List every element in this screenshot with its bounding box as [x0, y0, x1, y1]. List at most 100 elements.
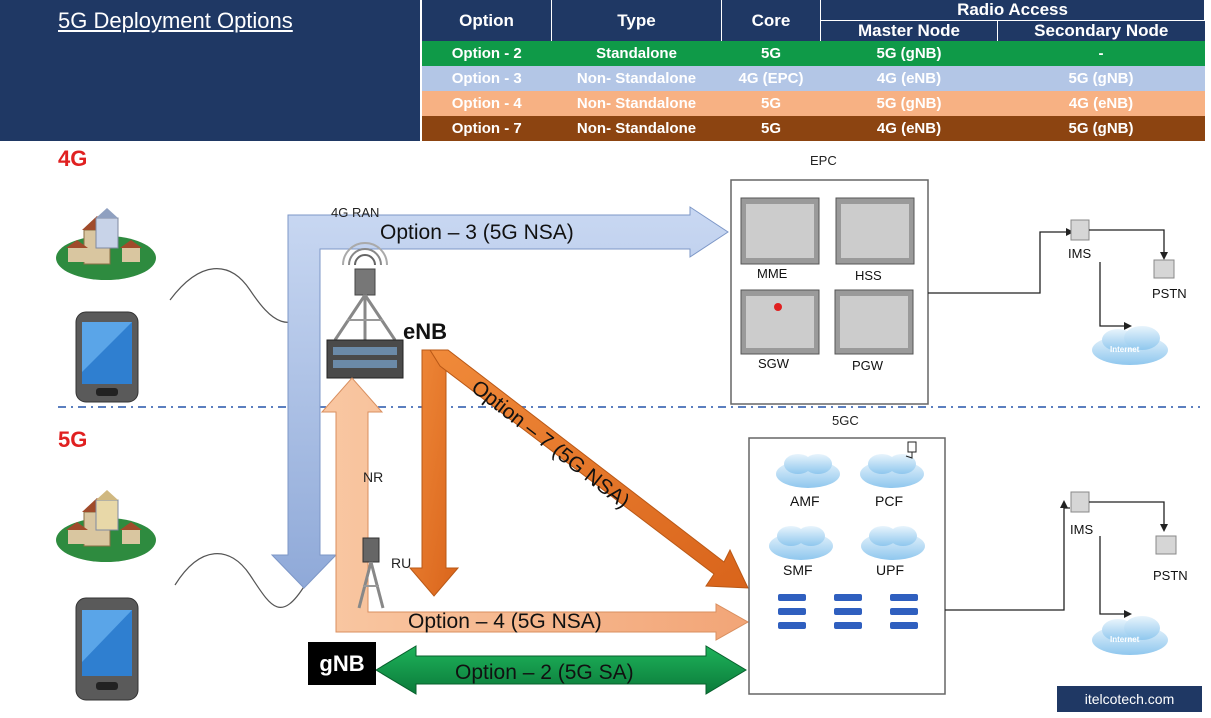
stack-icon — [890, 594, 918, 629]
option-2-arrow — [375, 645, 747, 695]
option-3-label: Option – 3 (5G NSA) — [380, 221, 574, 244]
cell-master: 4G (eNB) — [820, 66, 998, 91]
option-3-arrow — [270, 206, 729, 589]
smf-cloud-icon — [769, 526, 833, 560]
hss-server-icon — [835, 197, 915, 265]
pgw-label: PGW — [852, 358, 884, 373]
cell-core: 5G — [721, 91, 821, 116]
wireless-link — [174, 553, 306, 608]
cell-secondary: 5G (gNB) — [997, 66, 1205, 91]
ims-pstn-link — [1089, 501, 1165, 524]
cell-master: 5G (gNB) — [820, 41, 998, 66]
stack-icon — [834, 594, 862, 629]
cell-secondary: 4G (eNB) — [997, 91, 1205, 116]
ims-pstn-link — [1089, 229, 1165, 252]
col-option: Option — [422, 0, 552, 41]
cell-type: Standalone — [551, 41, 722, 66]
option-7-arrow — [408, 349, 749, 597]
cell-type: Non- Standalone — [551, 66, 722, 91]
label-4g: 4G — [58, 146, 87, 171]
arrowhead — [1124, 610, 1132, 618]
cell-core: 4G (EPC) — [721, 66, 821, 91]
table-row: Option - 4 Non- Standalone 5G 5G (gNB) 4… — [422, 91, 1205, 116]
pcf-label: PCF — [875, 493, 903, 509]
brand-footer: itelcotech.com — [1057, 686, 1202, 712]
epc-ims-link — [928, 231, 1066, 294]
upf-label: UPF — [876, 562, 904, 578]
amf-label: AMF — [790, 493, 820, 509]
options-table-panel: Option Type Core Radio Access Master Nod… — [422, 0, 1205, 141]
label-4g-ran: 4G RAN — [331, 205, 379, 220]
cursor-icon — [905, 441, 917, 459]
epc-title: EPC — [810, 153, 837, 168]
amf-cloud-icon — [776, 454, 840, 488]
option-2-label: Option – 2 (5G SA) — [455, 661, 634, 684]
gnb-badge: gNB — [308, 642, 376, 685]
fivegc-ims-link — [945, 507, 1070, 611]
page-title: 5G Deployment Options — [58, 8, 293, 33]
cell-option: Option - 7 — [422, 116, 552, 141]
cell-option: Option - 2 — [422, 41, 552, 66]
col-master-node: Master Node — [820, 20, 998, 41]
pgw-server-icon — [834, 289, 914, 355]
stack-icon — [778, 594, 806, 629]
arrowhead — [1124, 322, 1132, 330]
cell-core: 5G — [721, 116, 821, 141]
hss-label: HSS — [855, 268, 882, 283]
cell-master: 4G (eNB) — [820, 116, 998, 141]
arrowhead — [1160, 524, 1168, 532]
internet-bottom-label: Internet — [1110, 635, 1140, 644]
cell-secondary: - — [997, 41, 1205, 66]
ru-tower-icon — [357, 537, 385, 609]
arrowhead — [1160, 252, 1168, 260]
ims-internet-link — [1099, 536, 1124, 615]
house-icon — [56, 490, 156, 562]
internet-cloud-icon — [1092, 616, 1168, 655]
internet-top-label: Internet — [1110, 345, 1140, 354]
header-panel: 5G Deployment Options — [0, 0, 420, 141]
ims-internet-link — [1099, 262, 1124, 327]
pstn-top-label: PSTN — [1152, 286, 1187, 301]
deployment-options-table: Option Type Core Radio Access Master Nod… — [422, 0, 1205, 141]
col-core: Core — [721, 0, 821, 41]
arrowhead — [1060, 500, 1068, 508]
cell-type: Non- Standalone — [551, 91, 722, 116]
phone-icon — [75, 311, 139, 403]
cell-option: Option - 4 — [422, 91, 552, 116]
enb-tower-icon — [326, 242, 404, 379]
ims-bottom-label: IMS — [1070, 522, 1093, 537]
ims-server-icon — [1070, 219, 1090, 241]
label-5g: 5G — [58, 427, 87, 452]
ims-server-icon — [1070, 491, 1090, 513]
option-4-label: Option – 4 (5G NSA) — [408, 610, 602, 633]
pstn-server-icon — [1155, 535, 1177, 555]
phone-icon — [75, 597, 139, 701]
pstn-bottom-label: PSTN — [1153, 568, 1188, 583]
ims-top-label: IMS — [1068, 246, 1091, 261]
pcf-cloud-icon — [860, 454, 924, 488]
sgw-label: SGW — [758, 356, 790, 371]
mme-server-icon — [740, 197, 820, 265]
pstn-server-icon — [1153, 259, 1175, 279]
cell-core: 5G — [721, 41, 821, 66]
nr-label: NR — [363, 469, 383, 485]
table-row: Option - 3 Non- Standalone 4G (EPC) 4G (… — [422, 66, 1205, 91]
arrowhead — [1066, 228, 1074, 236]
cell-secondary: 5G (gNB) — [997, 116, 1205, 141]
sgw-server-icon — [740, 289, 820, 355]
mme-label: MME — [757, 266, 788, 281]
enb-label: eNB — [403, 319, 447, 344]
col-secondary-node: Secondary Node — [1034, 21, 1169, 40]
cell-master: 5G (gNB) — [820, 91, 998, 116]
col-type: Type — [551, 0, 722, 41]
house-icon — [56, 208, 156, 280]
upf-cloud-icon — [861, 526, 925, 560]
table-row: Option - 7 Non- Standalone 5G 4G (eNB) 5… — [422, 116, 1205, 141]
table-row: Option - 2 Standalone 5G 5G (gNB) - — [422, 41, 1205, 66]
ru-label: RU — [391, 555, 411, 571]
fivegc-title: 5GC — [832, 413, 859, 428]
option-4-arrow — [320, 377, 750, 641]
option-7-label: Option – 7 (5G NSA) — [467, 376, 634, 513]
cell-option: Option - 3 — [422, 66, 552, 91]
smf-label: SMF — [783, 562, 813, 578]
